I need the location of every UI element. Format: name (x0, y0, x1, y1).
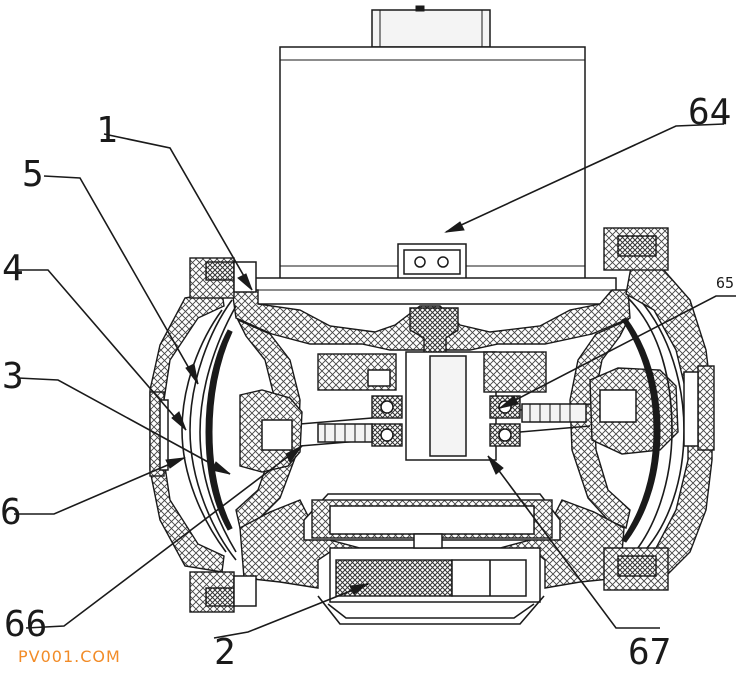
watermark: PV001.COM (18, 647, 121, 666)
callout-2: 2 (214, 632, 236, 673)
callout-6: 6 (0, 492, 22, 533)
callout-4: 4 (2, 248, 24, 289)
bottom-electronics-box (303, 493, 561, 625)
callout-labels: 1 5 4 3 6 66 2 67 64 65 (0, 92, 734, 673)
right-diaphragm-holder (589, 367, 679, 455)
callout-1: 1 (96, 110, 118, 151)
callout-65: 65 (716, 274, 734, 292)
callout-64: 64 (688, 92, 731, 133)
right-pump-head (603, 227, 715, 591)
connecting-rod-right (519, 403, 591, 433)
left-pump-head (149, 257, 257, 613)
left-diaphragm-holder (239, 389, 303, 473)
callout-66: 66 (4, 604, 47, 645)
callout-3: 3 (2, 356, 24, 397)
connecting-rod-left (299, 417, 373, 447)
callout-5: 5 (22, 154, 44, 195)
leader-lines (14, 123, 736, 639)
bearing-left (371, 395, 403, 447)
motor-housing (279, 5, 586, 281)
callout-67: 67 (628, 632, 671, 673)
central-shaft (317, 307, 547, 461)
top-plate (253, 277, 617, 305)
